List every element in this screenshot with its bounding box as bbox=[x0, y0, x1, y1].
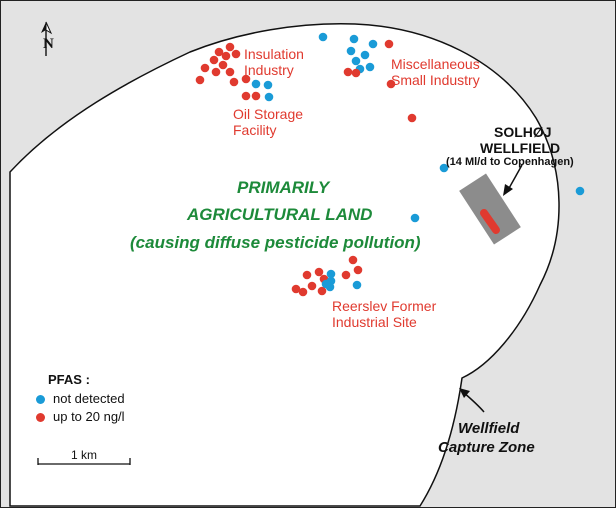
land-use-line2: AGRICULTURAL LAND bbox=[187, 205, 373, 224]
land-use-line3: (causing diffuse pesticide pollution) bbox=[130, 233, 421, 252]
label-oil-storage-facility: Oil Storage Facility bbox=[233, 106, 304, 138]
site-marker-detected bbox=[298, 287, 308, 297]
site-marker-not-detected bbox=[410, 213, 420, 223]
site-marker-detected bbox=[241, 74, 251, 84]
wellfield-detail: (14 Ml/d to Copenhagen) bbox=[446, 156, 574, 168]
site-marker-not-detected bbox=[325, 282, 335, 292]
site-marker-detected bbox=[351, 68, 361, 78]
capture-zone-line1: Wellfield bbox=[458, 420, 520, 437]
site-marker-not-detected bbox=[352, 280, 362, 290]
site-marker-detected bbox=[291, 284, 301, 294]
site-marker-not-detected bbox=[365, 62, 375, 72]
legend-key-not-detected bbox=[36, 395, 45, 404]
wellfield bbox=[459, 173, 521, 245]
site-marker-detected bbox=[241, 91, 251, 101]
legend-title: PFAS : bbox=[48, 372, 90, 387]
site-marker-detected bbox=[221, 51, 231, 61]
land-use-line1: PRIMARILY bbox=[237, 178, 330, 197]
site-marker-detected bbox=[386, 79, 396, 89]
site-marker-not-detected bbox=[368, 39, 378, 49]
sample-sites bbox=[195, 32, 585, 297]
capture-zone-arrow bbox=[459, 388, 485, 413]
site-marker-detected bbox=[302, 270, 312, 280]
capture-zone-boundary bbox=[9, 23, 560, 507]
label-insulation-industry: Insulation Industry bbox=[244, 46, 304, 78]
site-marker-detected bbox=[251, 91, 261, 101]
legend-label-not-detected: not detected bbox=[53, 391, 125, 406]
site-marker-detected bbox=[314, 267, 324, 277]
site-marker-detected bbox=[225, 42, 235, 52]
scale-bar bbox=[37, 458, 131, 465]
site-marker-not-detected bbox=[439, 163, 449, 173]
wellfield-arrow bbox=[503, 164, 523, 196]
site-marker-detected bbox=[231, 49, 241, 59]
wellfield-name-line1: SOLHØJ bbox=[494, 124, 552, 140]
site-marker-detected bbox=[384, 39, 394, 49]
site-marker-not-detected bbox=[318, 32, 328, 42]
site-marker-not-detected bbox=[264, 92, 274, 102]
site-marker-not-detected bbox=[351, 56, 361, 66]
legend: PFAS : not detected up to 20 ng/l bbox=[36, 372, 125, 425]
site-marker-detected bbox=[200, 63, 210, 73]
north-label: N bbox=[43, 36, 54, 52]
site-marker-detected bbox=[225, 67, 235, 77]
site-marker-not-detected bbox=[349, 34, 359, 44]
site-marker-detected bbox=[407, 113, 417, 123]
legend-key-detected bbox=[36, 413, 45, 422]
site-marker-detected bbox=[353, 265, 363, 275]
north-arrow bbox=[41, 21, 53, 56]
site-marker-detected bbox=[348, 255, 358, 265]
site-marker-detected bbox=[218, 60, 228, 70]
site-marker-not-detected bbox=[326, 269, 336, 279]
site-marker-not-detected bbox=[360, 50, 370, 60]
legend-item-not-detected: not detected bbox=[36, 391, 125, 407]
scale-bar-label: 1 km bbox=[71, 448, 98, 462]
site-marker-not-detected bbox=[346, 46, 356, 56]
legend-item-detected: up to 20 ng/l bbox=[36, 409, 125, 425]
site-marker-detected bbox=[317, 286, 327, 296]
wellfield-wells bbox=[480, 209, 500, 234]
site-marker-detected bbox=[211, 67, 221, 77]
site-marker-detected bbox=[229, 77, 239, 87]
wellfield-name-line2: WELLFIELD bbox=[480, 140, 561, 156]
site-marker-detected bbox=[343, 67, 353, 77]
site-marker-detected bbox=[195, 75, 205, 85]
site-marker-detected bbox=[307, 281, 317, 291]
label-misc-small-industry: Miscellaneous Small Industry bbox=[391, 56, 480, 88]
capture-zone-line2: Capture Zone bbox=[438, 439, 535, 456]
site-marker-not-detected bbox=[575, 186, 585, 196]
label-reerslev-industrial-site: Reerslev Former Industrial Site bbox=[332, 298, 437, 330]
wellfield-area bbox=[459, 173, 521, 245]
site-marker-detected bbox=[214, 47, 224, 57]
legend-label-detected: up to 20 ng/l bbox=[53, 409, 125, 424]
site-marker-detected bbox=[209, 55, 219, 65]
site-marker-not-detected bbox=[263, 80, 273, 90]
site-marker-not-detected bbox=[251, 79, 261, 89]
site-marker-detected bbox=[341, 270, 351, 280]
